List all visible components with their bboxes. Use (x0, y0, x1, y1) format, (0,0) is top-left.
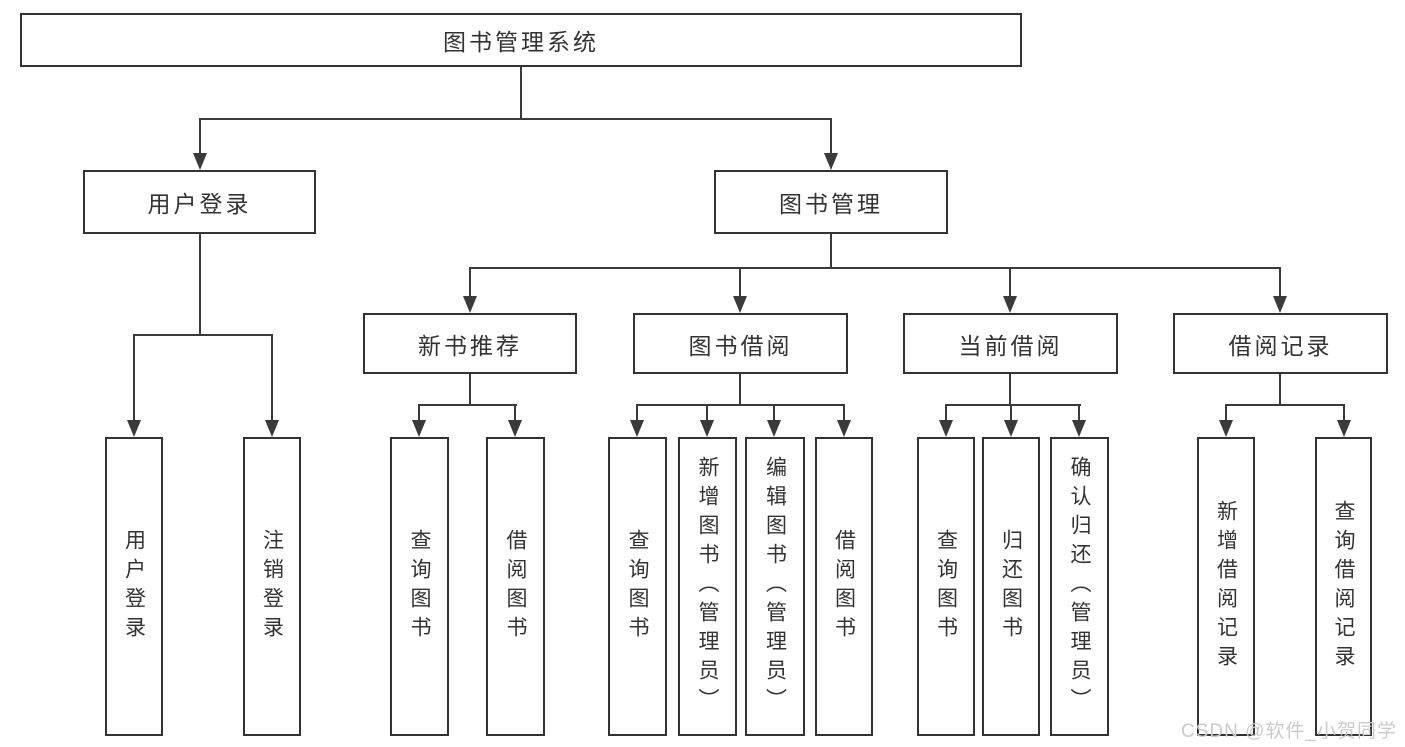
connector-line (1225, 404, 1345, 406)
connector-line (469, 374, 471, 405)
node-label: 借阅图书 (832, 528, 856, 645)
connector-line (636, 404, 845, 406)
node-label: 新书推荐 (418, 332, 522, 359)
arrowhead-down-icon (630, 420, 644, 437)
arrowhead-down-icon (1003, 296, 1017, 313)
node-label: 新增借阅记录 (1214, 499, 1238, 674)
node-label: 查询图书 (934, 528, 958, 645)
node-label: 查询借阅记录 (1332, 499, 1355, 674)
node-leaf-query-books-bor: 查询图书 (608, 437, 667, 736)
node-label: 确认归还（管理员） (1068, 456, 1091, 717)
node-leaf-edit-book-admin: 编辑图书（管理员） (745, 437, 805, 736)
node-label: 图书借阅 (688, 332, 793, 359)
node-user-login-group: 用户登录 (83, 170, 316, 234)
node-leaf-query-books-cur: 查询图书 (917, 437, 975, 736)
arrowhead-down-icon (824, 153, 838, 170)
connector-line (199, 118, 831, 120)
arrowhead-down-icon (463, 296, 477, 313)
node-book-mgmt-group: 图书管理 (714, 170, 948, 234)
arrowhead-down-icon (508, 420, 522, 437)
connector-line (271, 334, 273, 423)
arrowhead-down-icon (1273, 296, 1287, 313)
connector-line (418, 404, 420, 424)
connector-line (1279, 374, 1281, 405)
connector-line (469, 267, 471, 300)
node-label: 用户登录 (122, 528, 146, 645)
arrowhead-down-icon (1337, 420, 1351, 437)
connector-line (706, 404, 708, 424)
csdn-watermark: CSDN @软件_小贺同学 (1181, 721, 1397, 742)
connector-line (739, 374, 741, 405)
node-new-book-rec: 新书推荐 (363, 313, 577, 374)
node-leaf-borrow-books-bor: 借阅图书 (815, 437, 873, 736)
arrowhead-down-icon (127, 420, 141, 437)
node-leaf-borrow-books-rec: 借阅图书 (486, 437, 545, 736)
arrowhead-down-icon (265, 420, 279, 437)
node-label: 图书管理系统 (443, 29, 599, 55)
connector-line (1225, 404, 1227, 424)
connector-line (1078, 404, 1080, 424)
connector-line (469, 267, 1281, 269)
node-label: 借阅图书 (504, 528, 527, 645)
connector-line (830, 118, 832, 156)
node-leaf-return-books: 归还图书 (982, 437, 1040, 736)
node-book-borrow: 图书借阅 (633, 313, 848, 374)
node-label: 归还图书 (999, 528, 1023, 645)
node-label: 查询图书 (408, 528, 431, 645)
node-leaf-query-borrow-rec: 查询借阅记录 (1315, 437, 1372, 736)
connector-line (1009, 267, 1011, 300)
arrowhead-down-icon (700, 420, 714, 437)
connector-line (199, 234, 201, 335)
node-borrow-record: 借阅记录 (1173, 313, 1388, 374)
connector-line (199, 118, 201, 156)
arrowhead-down-icon (939, 420, 953, 437)
connector-line (514, 404, 516, 424)
arrowhead-down-icon (412, 420, 426, 437)
arrowhead-down-icon (1219, 420, 1233, 437)
connector-line (739, 267, 741, 300)
connector-line (133, 334, 135, 423)
node-root: 图书管理系统 (20, 13, 1022, 67)
arrowhead-down-icon (1004, 420, 1018, 437)
connector-line (133, 334, 273, 336)
connector-line (1343, 404, 1345, 424)
connector-line (1279, 267, 1281, 300)
node-label: 查询图书 (626, 528, 649, 645)
node-label: 用户登录 (147, 191, 252, 217)
connector-line (520, 67, 522, 120)
node-label: 编辑图书（管理员） (763, 456, 787, 717)
arrowhead-down-icon (193, 153, 207, 170)
arrowhead-down-icon (837, 420, 851, 437)
arrowhead-down-icon (767, 420, 781, 437)
connector-line (830, 234, 832, 269)
arrowhead-down-icon (733, 296, 747, 313)
node-leaf-add-book-admin: 新增图书（管理员） (678, 437, 737, 736)
node-leaf-confirm-return: 确认归还（管理员） (1050, 437, 1109, 736)
connector-line (418, 404, 517, 406)
arrowhead-down-icon (1072, 420, 1086, 437)
connector-line (636, 404, 638, 424)
connector-line (945, 404, 1081, 406)
node-label: 图书管理 (779, 191, 883, 217)
node-current-borrow: 当前借阅 (903, 313, 1118, 374)
connector-line (945, 404, 947, 424)
connector-line (843, 404, 845, 424)
node-label: 借阅记录 (1228, 332, 1333, 359)
node-label: 新增图书（管理员） (696, 456, 719, 717)
connector-line (773, 404, 775, 424)
node-leaf-logout: 注销登录 (243, 437, 301, 736)
node-label: 注销登录 (260, 528, 284, 645)
node-leaf-user-login: 用户登录 (105, 437, 163, 736)
connector-line (1010, 404, 1012, 424)
node-label: 当前借阅 (958, 332, 1063, 359)
connector-line (1009, 374, 1011, 405)
node-leaf-add-borrow-rec: 新增借阅记录 (1197, 437, 1255, 736)
node-leaf-query-books-rec: 查询图书 (390, 437, 449, 736)
